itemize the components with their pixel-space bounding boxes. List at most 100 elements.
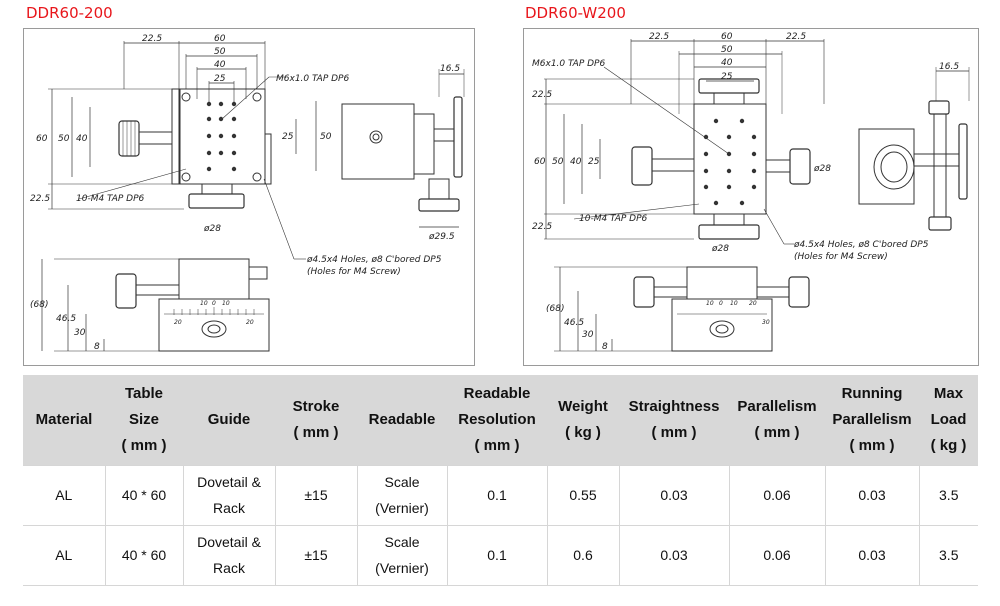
cell-line: ±15	[304, 547, 328, 563]
dim-text: (68)	[30, 300, 48, 310]
header-line: Stroke	[292, 397, 340, 415]
header-straightness: Straightness ( mm )	[619, 375, 729, 465]
dim-text: 8	[602, 342, 608, 352]
header-material: Material	[23, 375, 105, 465]
cell-max-load: 3.5	[918, 524, 978, 586]
cell-readable-resolution: 0.1	[446, 464, 547, 525]
dim-text: 30	[74, 328, 86, 338]
dim-text: 60	[36, 134, 48, 144]
cell-material: AL	[23, 524, 105, 586]
header-line: ( mm )	[121, 436, 167, 454]
cell-line: (Vernier)	[375, 500, 429, 516]
dim-text: 40	[721, 58, 733, 68]
cell-stroke: ±15	[274, 464, 357, 525]
header-readable: Readable	[357, 375, 447, 465]
dim-text: 8	[94, 342, 100, 352]
scale-mark: 10	[706, 300, 714, 307]
dim-text: ø28	[711, 244, 729, 254]
cell-readable-resolution: 0.1	[446, 524, 547, 586]
header-line: Straightness	[628, 397, 720, 415]
header-line: Readable	[463, 384, 531, 402]
cell-line: 0.55	[569, 487, 597, 503]
cell-parallelism: 0.06	[728, 524, 825, 586]
side-view-body	[341, 103, 415, 180]
drawing-panel-ddr60-w200: 22.5 60 22.5 50 40 25 22.5 60 50 40 25 2…	[523, 28, 979, 366]
header-line: Resolution	[458, 410, 536, 428]
cell-line: 0.06	[763, 547, 791, 563]
scale-mark: 30	[762, 319, 770, 326]
cell-guide: Dovetail &Rack	[182, 464, 275, 525]
note-holes: (Holes for M4 Screw)	[307, 267, 401, 277]
scale-mark: 20	[246, 319, 254, 326]
dim-text: 60	[721, 32, 733, 42]
dim-text: 22.5	[532, 222, 552, 232]
scale-mark: 10	[200, 300, 208, 307]
cell-line: 0.03	[858, 547, 886, 563]
dim-text: 22.5	[786, 32, 806, 42]
dim-text: 16.5	[440, 64, 460, 74]
dim-text: 50	[320, 132, 332, 142]
cell-readable: Scale(Vernier)	[356, 524, 447, 586]
note-tap: 10-M4 TAP DP6	[76, 194, 145, 204]
cell-line: 0.03	[660, 547, 688, 563]
dim-text: ø28	[203, 224, 221, 234]
cell-max-load: 3.5	[918, 464, 978, 525]
cell-line: AL	[55, 547, 73, 563]
technical-drawing-2: 22.5 60 22.5 50 40 25 22.5 60 50 40 25 2…	[532, 32, 970, 352]
cell-stroke: ±15	[274, 524, 357, 586]
note-tap: 10-M4 TAP DP6	[579, 214, 648, 224]
header-line: ( kg )	[930, 436, 967, 454]
cell-parallelism: 0.06	[728, 464, 825, 525]
dim-text: 60	[534, 157, 546, 167]
cell-line: Scale	[384, 534, 420, 550]
header-line: Table	[124, 384, 164, 402]
dim-text: 50	[552, 157, 564, 167]
dim-text: 46.5	[564, 318, 584, 328]
header-line: ( kg )	[565, 423, 601, 441]
dim-text: 40	[214, 60, 226, 70]
header-weight: Weight ( kg )	[547, 375, 619, 465]
header-line: ( mm )	[651, 423, 697, 441]
header-line: Max	[933, 384, 964, 402]
cell-line: Scale	[384, 474, 420, 490]
technical-drawing-1: 22.5 60 50 40 25 60 50 40 22.5 25 50 16.…	[30, 34, 465, 352]
scale-mark: 0	[212, 300, 216, 307]
header-stroke: Stroke( mm )	[275, 375, 357, 465]
header-line: ( mm )	[754, 423, 800, 441]
dim-text: 16.5	[939, 62, 959, 72]
cell-line: Rack	[213, 500, 245, 516]
cell-line: Dovetail &	[197, 534, 261, 550]
model-title-1: DDR60-200	[26, 4, 113, 22]
dim-text: 50	[214, 47, 226, 57]
dim-text: 50	[721, 45, 733, 55]
header-line: Running	[841, 384, 903, 402]
top-view-table	[693, 103, 767, 215]
cell-line: 3.5	[939, 547, 959, 563]
cell-line: 0.06	[763, 487, 791, 503]
cell-line: 40 * 60	[121, 487, 167, 503]
cell-running-parallelism: 0.03	[824, 524, 919, 586]
dim-text: 40	[76, 134, 88, 144]
dim-text: ø28	[813, 164, 831, 174]
dim-text: 22.5	[142, 34, 162, 44]
cell-material: AL	[23, 464, 105, 525]
cell-line: 40 * 60	[121, 547, 167, 563]
cell-running-parallelism: 0.03	[824, 464, 919, 525]
cell-line: ±15	[304, 487, 328, 503]
scale-mark: 10	[222, 300, 230, 307]
header-line: Weight	[558, 397, 608, 415]
scale-mark: 10	[730, 300, 738, 307]
dim-text: ø29.5	[428, 232, 455, 242]
cell-line: 0.1	[487, 547, 507, 563]
table-row: AL 40 * 60 Dovetail &Rack ±15 Scale (Vernier)…	[23, 464, 978, 525]
dim-text: 22.5	[30, 194, 50, 204]
cell-line: AL	[55, 487, 73, 503]
scale-mark: 20	[749, 300, 757, 307]
header-line: Material	[35, 410, 93, 428]
dim-text: 60	[214, 34, 226, 44]
drawing-panel-ddr60-200: 22.5 60 50 40 25 60 50 40 22.5 25 50 16.…	[23, 28, 475, 366]
dim-text: 22.5	[532, 90, 552, 100]
